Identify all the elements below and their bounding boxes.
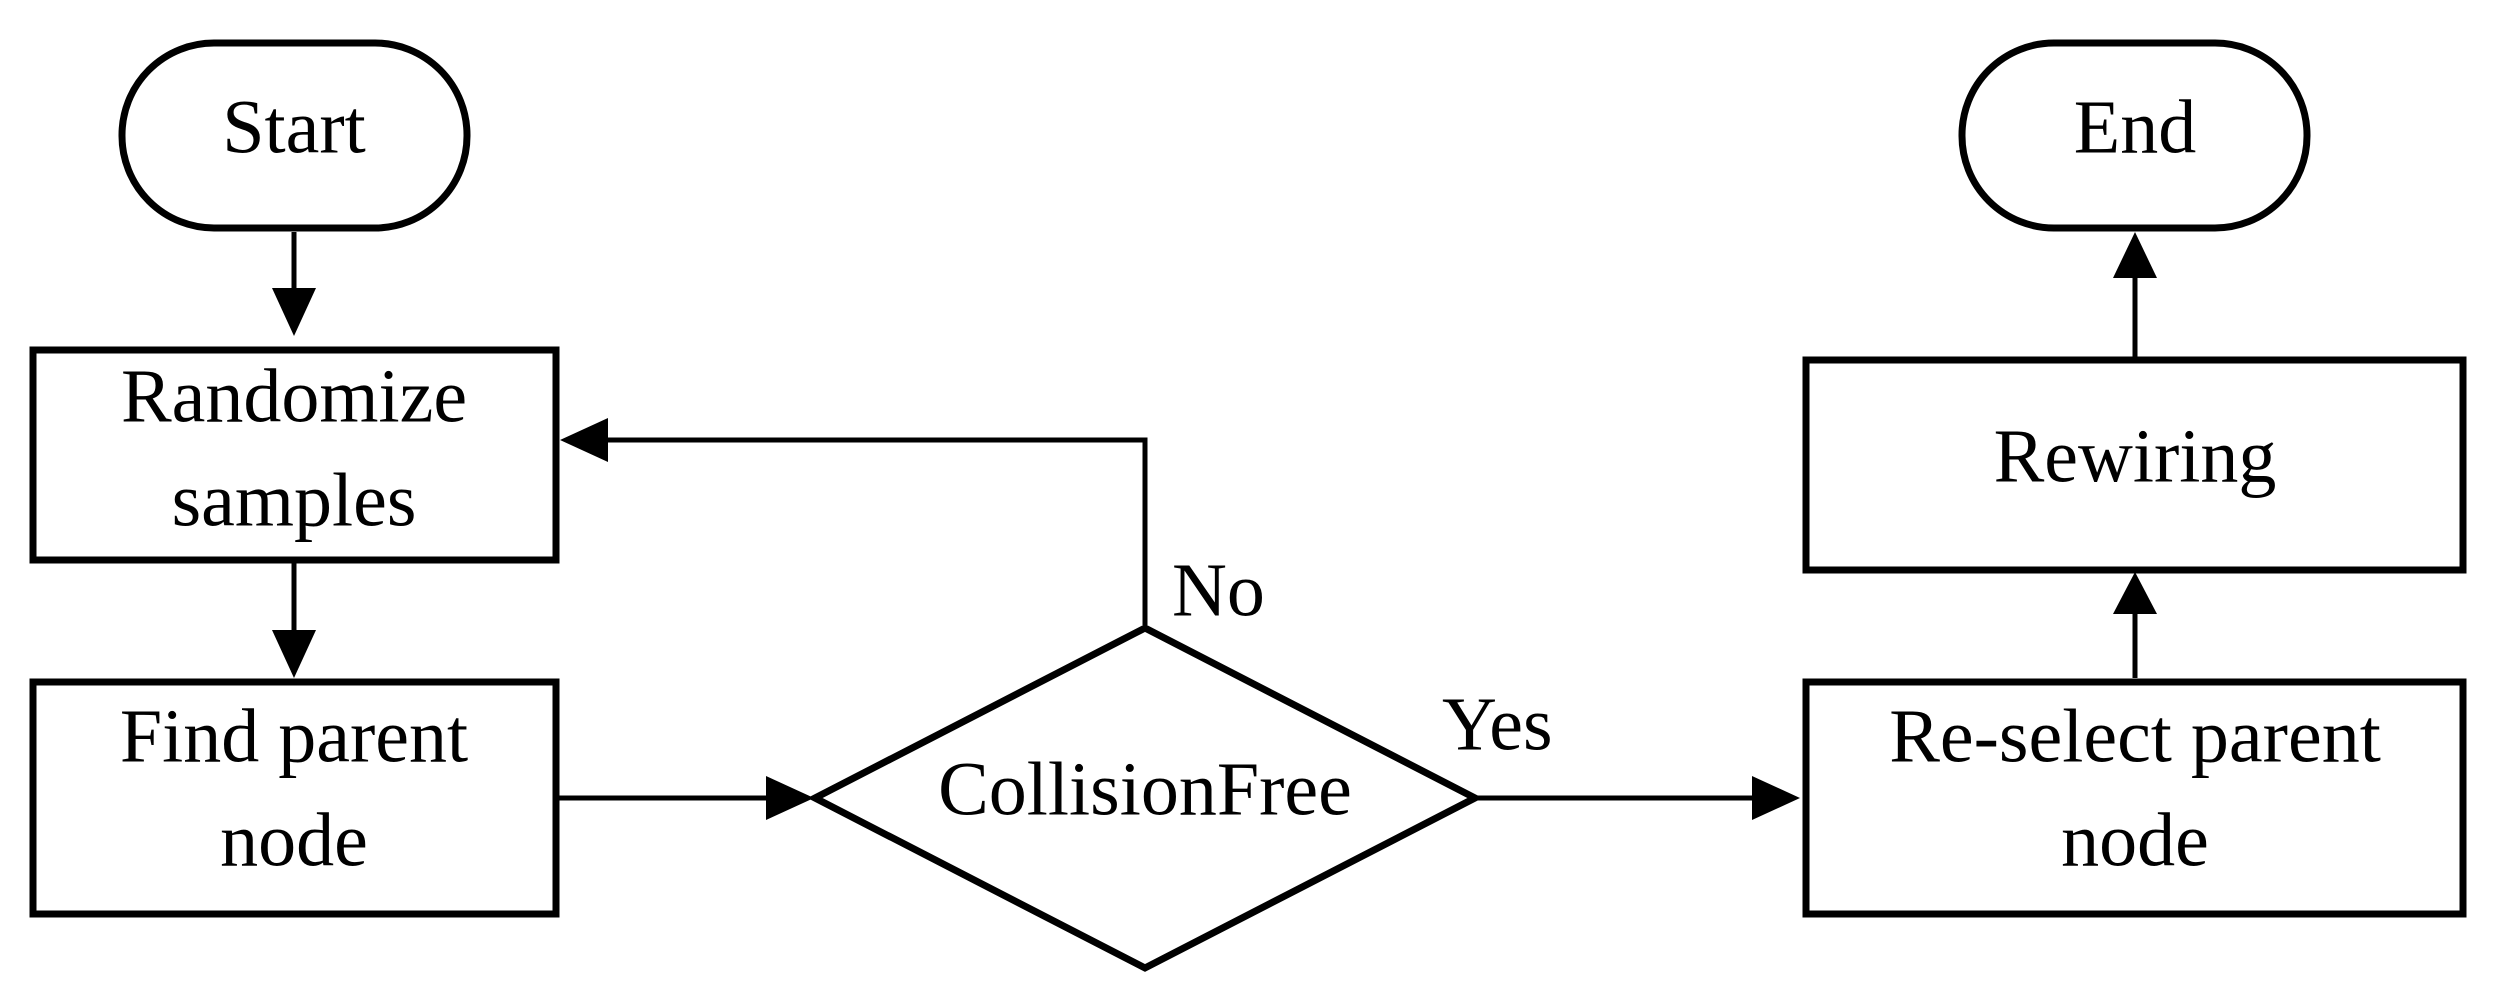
arrowhead-rewiring-to-end: [2113, 232, 2157, 278]
node-start: Start: [118, 39, 471, 232]
find-parent-label-line1: Find parent: [120, 694, 468, 778]
randomize-label-line2: samples: [172, 458, 417, 542]
arrowhead-reselect-to-rewiring: [2113, 572, 2157, 614]
node-randomize-samples: Randomize samples: [29, 346, 560, 564]
node-end: End: [1958, 39, 2311, 232]
reselect-process-shape: [1802, 678, 2467, 918]
randomize-label-line1: Randomize: [121, 354, 467, 438]
rewiring-process-shape: [1802, 356, 2467, 574]
node-rewiring: Rewiring: [1802, 356, 2467, 574]
rewiring-label: Rewiring: [1994, 414, 2277, 498]
node-collision-free: CollisionFree: [807, 624, 1483, 972]
arrowhead-collision-no-to-randomize: [560, 418, 608, 462]
start-terminal-shape: [118, 39, 471, 232]
edge-label-yes: Yes: [1442, 682, 1553, 766]
node-find-parent: Find parent node: [29, 678, 560, 918]
start-label: Start: [222, 85, 366, 169]
collision-label: CollisionFree: [938, 747, 1352, 831]
randomize-process-shape: [29, 346, 560, 564]
end-terminal-shape: [1958, 39, 2311, 232]
edges: [272, 232, 2157, 820]
find-parent-process-shape: [29, 678, 560, 918]
arrowhead-start-to-randomize: [272, 288, 316, 336]
reselect-label-line1: Re-select parent: [1889, 694, 2381, 778]
arrowhead-find-parent-to-collision: [766, 776, 814, 820]
edge-label-no: No: [1172, 548, 1265, 632]
edge-collision-no-to-randomize: [605, 437, 1148, 625]
reselect-label-line2: node: [2061, 798, 2209, 882]
arrowhead-randomize-to-find-parent: [272, 630, 316, 678]
end-label: End: [2074, 85, 2196, 169]
node-reselect-parent: Re-select parent node: [1802, 678, 2467, 918]
arrowhead-collision-yes-to-reselect: [1752, 776, 1800, 820]
find-parent-label-line2: node: [220, 798, 368, 882]
collision-decision-shape: [807, 624, 1483, 972]
